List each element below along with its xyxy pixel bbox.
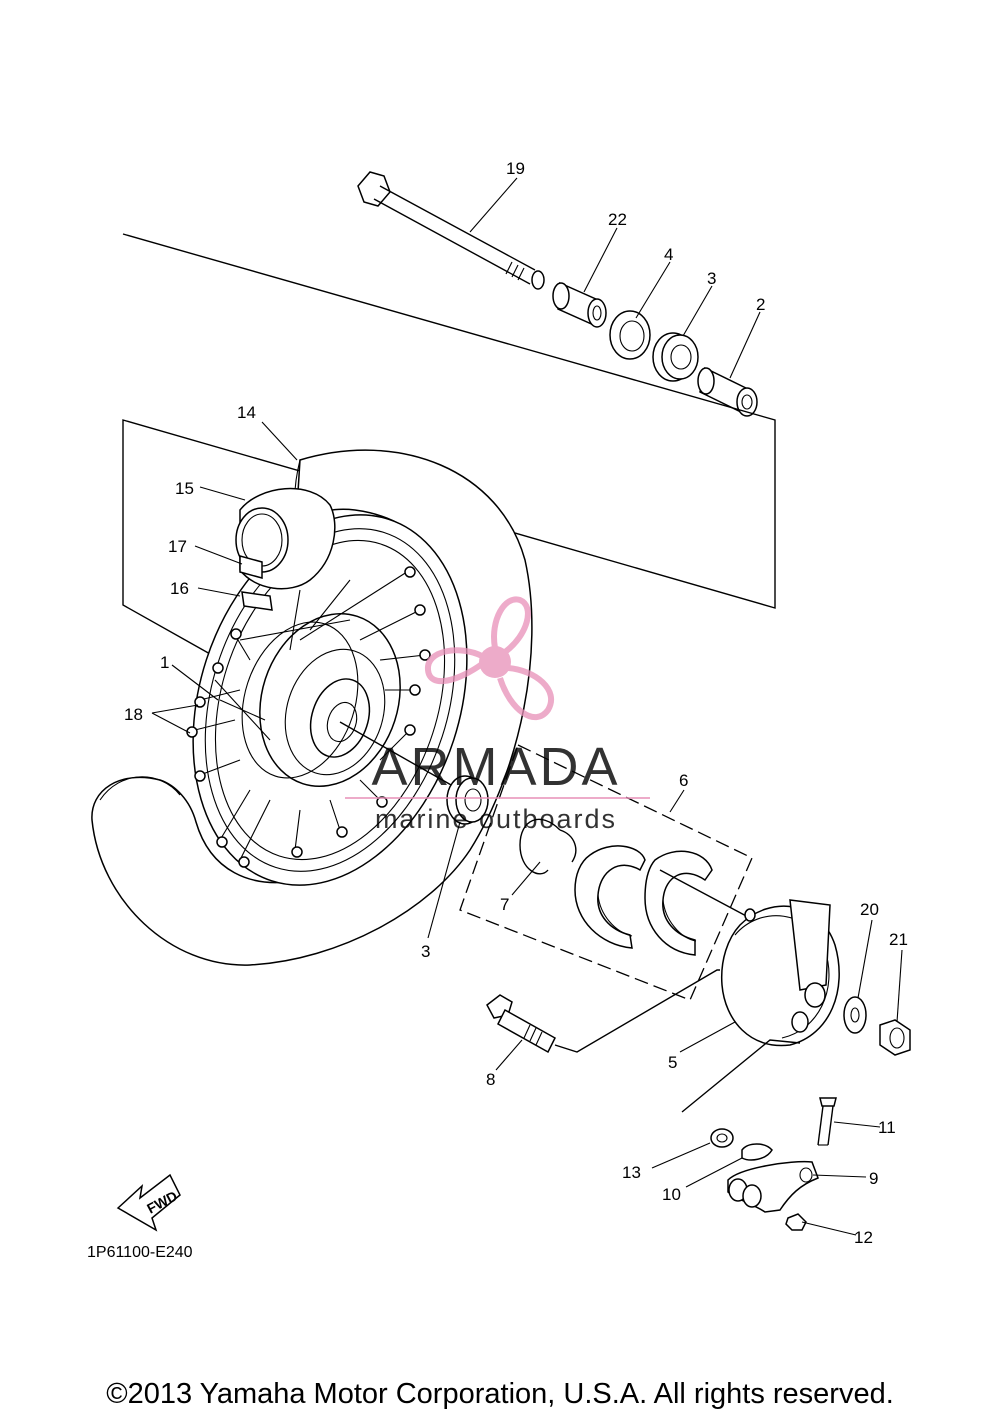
callout-labels: 19 22 4 3 2 14 15 17 16 1 18 6 7 3 20 21… [124,159,908,1247]
callout-16: 16 [170,579,189,598]
tube-valve [239,555,273,611]
callout-12: 12 [854,1228,873,1247]
brake-shoe-plate [659,869,840,1047]
callout-10: 10 [662,1185,681,1204]
copyright-notice: ©2013 Yamaha Motor Corporation, U.S.A. A… [106,1378,894,1410]
watermark-brand: ARMADA [371,737,620,797]
callout-4: 4 [664,245,673,264]
brake-shoe-set-boundary [459,744,753,1001]
callout-11: 11 [878,1118,896,1137]
callout-14: 14 [237,403,256,422]
callout-19: 19 [506,159,525,178]
camshaft-lever [727,1160,819,1213]
callout-18: 18 [124,705,143,724]
callout-1: 1 [160,653,169,672]
oil-seal [609,310,651,360]
callout-2: 2 [756,295,765,314]
lever-nut [785,1213,807,1231]
spacer [697,366,758,417]
spokes [194,569,426,861]
watermark-logo [425,596,555,721]
callout-3-top: 3 [707,269,716,288]
wheel-hub [241,612,401,788]
callout-9: 9 [869,1169,878,1188]
brake-shoe-left [574,845,646,949]
leader-lines [151,177,903,1236]
callout-21: 21 [889,930,908,949]
callout-5: 5 [668,1053,677,1072]
forward-arrow-icon: FWD [116,1173,181,1232]
callout-13: 13 [622,1163,641,1182]
spoke-nipples [186,566,431,868]
washer [843,996,867,1034]
callout-15: 15 [175,479,194,498]
bearing-lower [446,775,489,825]
callout-7: 7 [500,895,509,914]
collar [552,281,607,328]
rim-band [235,487,336,590]
indicator-plate [741,1143,773,1161]
diagram-code: 1P61100-E240 [87,1244,193,1261]
axle-nut [879,1019,911,1056]
watermark-tagline: marine outboards [375,804,617,834]
lever-bolt [817,1097,837,1146]
callout-20: 20 [860,900,879,919]
callout-6: 6 [679,771,688,790]
callout-3-bottom: 3 [421,942,430,961]
callout-8: 8 [486,1070,495,1089]
bearing-upper [652,332,699,382]
brake-spring [519,818,577,875]
callout-17: 17 [168,537,187,556]
brake-camshaft [486,969,720,1054]
brake-shoe-right [644,850,713,956]
axle-bolt [357,171,545,290]
callout-22: 22 [608,210,627,229]
lever-washer [710,1128,734,1148]
